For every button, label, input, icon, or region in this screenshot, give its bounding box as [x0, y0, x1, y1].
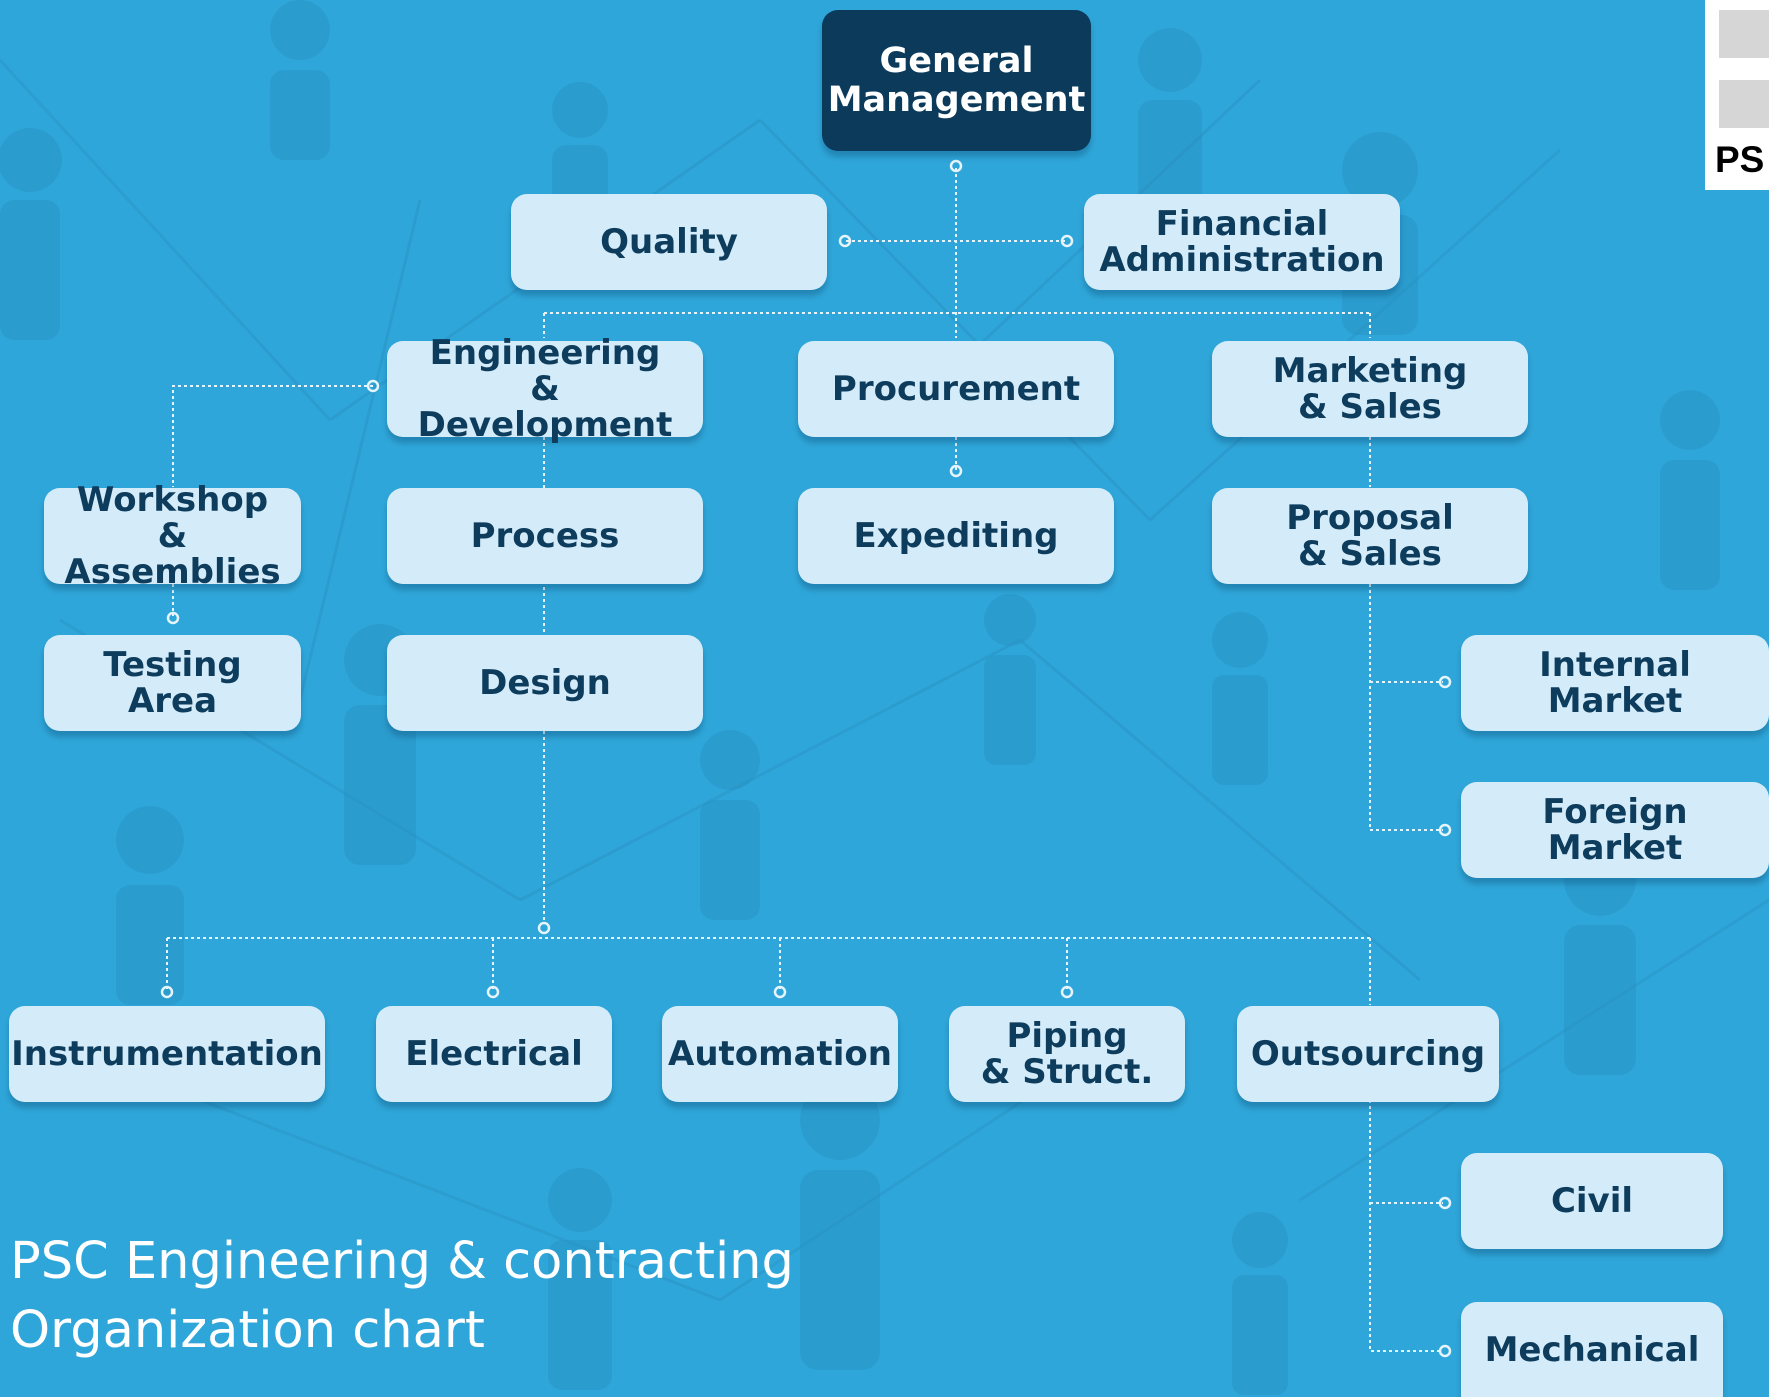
node-instrumentation: Instrumentation: [9, 1006, 325, 1102]
node-quality: Quality: [511, 194, 827, 290]
connector-dot: [949, 464, 963, 478]
node-electrical: Electrical: [376, 1006, 612, 1102]
page-title-line1: PSC Engineering & contracting: [10, 1232, 794, 1291]
connector-dot: [1438, 823, 1452, 837]
connector-dot: [366, 379, 380, 393]
node-process: Process: [387, 488, 703, 584]
logo-block-middle: [1719, 80, 1769, 128]
connector-dot: [1438, 1344, 1452, 1358]
connector-dot: [1438, 1196, 1452, 1210]
node-expediting: Expediting: [798, 488, 1114, 584]
connector-outsourcing-mechanical: [1369, 1100, 1443, 1352]
connector-dot: [838, 234, 852, 248]
connector-dot: [1438, 675, 1452, 689]
company-logo: PS: [1705, 0, 1769, 190]
node-outsourcing: Outsourcing: [1237, 1006, 1499, 1102]
node-foreign-market: Foreign Market: [1461, 782, 1769, 878]
node-marketing-sales: Marketing & Sales: [1212, 341, 1528, 437]
connector-eng-workshop: [172, 385, 373, 487]
page-title-line2: Organization chart: [10, 1301, 485, 1360]
node-engineering-development: Engineering & Development: [387, 335, 703, 443]
node-testing-area: Testing Area: [44, 635, 301, 731]
connector-dot: [1060, 985, 1074, 999]
connector-dot: [160, 985, 174, 999]
node-automation: Automation: [662, 1006, 898, 1102]
connector-dot: [949, 159, 963, 173]
node-piping-struct: Piping & Struct.: [949, 1006, 1185, 1102]
connector-dot: [166, 611, 180, 625]
node-mechanical: Mechanical: [1461, 1302, 1723, 1397]
node-general-management: General Management: [822, 10, 1091, 151]
node-proposal-sales: Proposal & Sales: [1212, 488, 1528, 584]
node-workshop-assemblies: Workshop & Assemblies: [44, 482, 301, 590]
node-procurement: Procurement: [798, 341, 1114, 437]
node-internal-market: Internal Market: [1461, 635, 1769, 731]
logo-text: PS: [1715, 139, 1765, 180]
connector-dot: [773, 985, 787, 999]
connector-dot: [486, 985, 500, 999]
node-financial-administration: Financial Administration: [1084, 194, 1400, 290]
node-design: Design: [387, 635, 703, 731]
connector-dot: [1060, 234, 1074, 248]
node-civil: Civil: [1461, 1153, 1723, 1249]
logo-block-top: [1719, 10, 1769, 58]
connector-dot: [537, 921, 551, 935]
connector-proposal-foreign: [1369, 584, 1443, 831]
